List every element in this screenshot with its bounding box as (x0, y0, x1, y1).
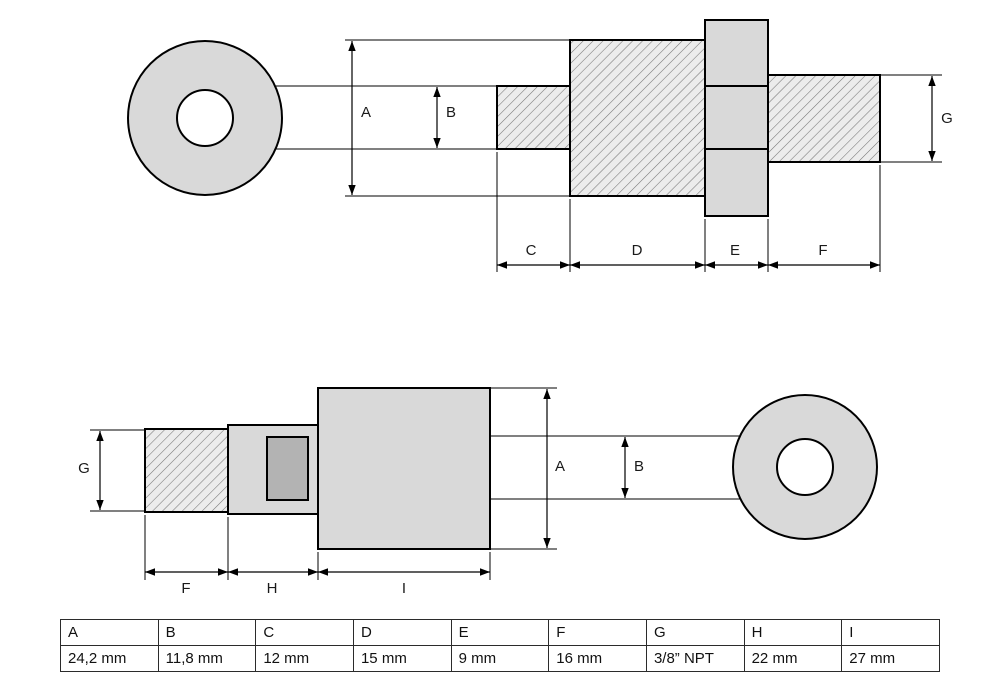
dim-label-g-top: G (941, 110, 953, 127)
dim-label-f-top: F (818, 242, 827, 259)
cylinder-body-i (317, 387, 491, 550)
table-value-cell: 15 mm (352, 645, 452, 672)
top-view: A B G C D E F (127, 19, 953, 272)
dim-label-f-bottom: F (181, 580, 190, 597)
dim-label-b-top: B (446, 104, 456, 121)
table-header-cell: H (743, 619, 843, 646)
table-value-cell: 11,8 mm (157, 645, 257, 672)
table-value-cell: 9 mm (450, 645, 550, 672)
table-header-cell: F (548, 619, 647, 646)
table-value-cell: 12 mm (255, 645, 354, 672)
table-value-cell: 22 mm (743, 645, 843, 672)
table-value-cell: 27 mm (841, 645, 940, 672)
clevis-pin-hole-bottom (776, 438, 834, 496)
threaded-end-f-bottom (144, 428, 229, 513)
dim-label-a-bottom: A (555, 458, 565, 475)
cylinder-body-d (569, 39, 706, 197)
table-header-cell: C (255, 619, 354, 646)
table-header-cell: B (157, 619, 257, 646)
dim-label-h: H (267, 580, 278, 597)
dim-label-d: D (632, 242, 643, 259)
table-header-cell: D (352, 619, 452, 646)
dim-label-b-bottom: B (634, 458, 644, 475)
dimensions-table: A B C D E F G H I 24,2 mm 11,8 mm 12 mm … (60, 619, 940, 672)
threaded-end-f (767, 74, 881, 163)
cylinder-drawing: A B G C D E F G (78, 19, 953, 597)
table-value-cell: 3/8” NPT (645, 645, 745, 672)
table-value-cell: 24,2 mm (60, 645, 159, 672)
bottom-view: G A B F H I (78, 387, 878, 597)
table-header-cell: E (450, 619, 550, 646)
dim-label-i: I (402, 580, 406, 597)
port-opening (266, 436, 309, 501)
rod-section-c (496, 85, 571, 150)
table-value-cell: 16 mm (548, 645, 647, 672)
hex-nut-e (704, 19, 769, 217)
table-header-row: A B C D E F G H I (60, 619, 940, 646)
dim-label-e: E (730, 242, 740, 259)
dim-label-a-top: A (361, 104, 371, 121)
table-header-cell: G (645, 619, 745, 646)
table-value-row: 24,2 mm 11,8 mm 12 mm 15 mm 9 mm 16 mm 3… (60, 645, 940, 672)
dim-label-g-bottom: G (78, 460, 90, 477)
clevis-pin-hole-top (176, 89, 234, 147)
table-header-cell: A (60, 619, 159, 646)
dim-label-c: C (526, 242, 537, 259)
table-header-cell: I (841, 619, 940, 646)
